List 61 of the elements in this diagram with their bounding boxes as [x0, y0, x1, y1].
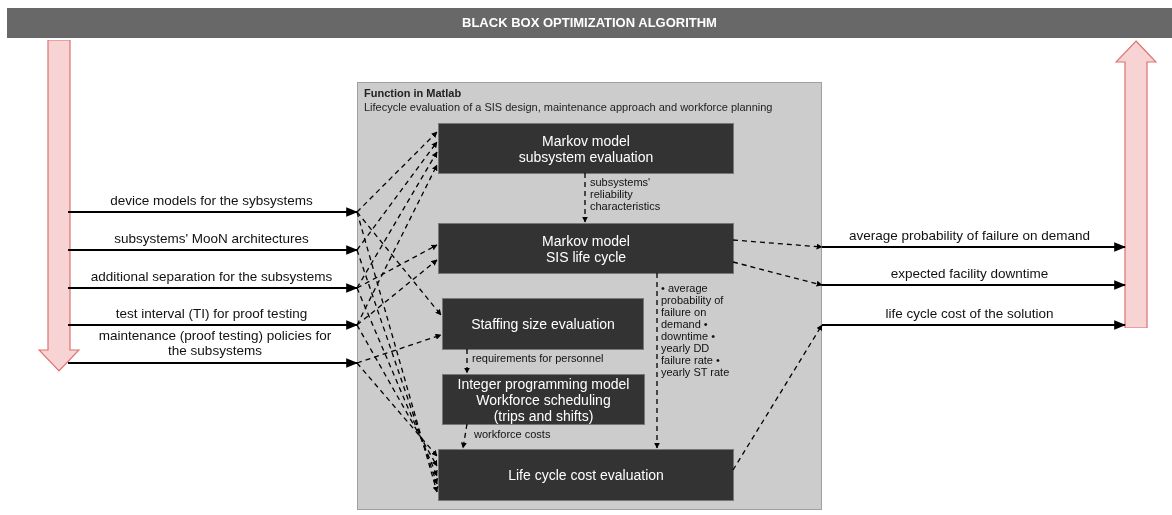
arrow: [68, 207, 359, 217]
dashed-arrow: [356, 131, 438, 213]
panel-title: Function in Matlab: [364, 87, 462, 100]
dashed-arrow: [356, 211, 439, 493]
arrow: [822, 320, 1127, 330]
panel-subtitle: Lifecycle evaluation of a SIS design, maintenance approach and workforce planning: [364, 101, 773, 114]
dashed-arrow: [356, 362, 438, 457]
dashed-arrow: [356, 141, 438, 251]
dashed-arrow: [732, 324, 823, 471]
dashed-arrow: [356, 164, 438, 326]
box-label: Workforce scheduling: [476, 391, 611, 408]
arrow: [68, 320, 359, 330]
edge-label: device models for the sybsystems: [109, 192, 314, 210]
dashed-arrow: [732, 239, 823, 250]
process-box: [438, 449, 734, 501]
edge-label: subsystems' reliability characteristics: [590, 176, 662, 212]
dashed-arrow: [356, 333, 442, 364]
dashed-arrow: [732, 261, 823, 287]
box-label: SIS life cycle: [545, 248, 627, 265]
arrow: [68, 245, 359, 255]
box-label: Markov model: [542, 232, 630, 249]
edge-label: maintenance (proof testing) policies for the subsystems: [97, 328, 333, 358]
dashed-arrow: [356, 249, 439, 485]
box-label: (trips and shifts): [493, 407, 594, 424]
edge-label: additional separation for the subsystems: [89, 268, 334, 286]
block-arrow: [38, 40, 80, 372]
arrow: [68, 283, 359, 293]
edge-label: workforce costs: [474, 427, 552, 442]
arrow: [68, 358, 359, 368]
edge-label: life cycle cost of the solution: [884, 305, 1055, 323]
edge-label: • average probability of failure on demand • downtime • yearly DD failure rate • yearly ST rate: [661, 282, 731, 378]
dashed-arrow: [654, 272, 660, 449]
box-label: Staffing size evaluation: [471, 316, 615, 332]
box-label: subsystem evaluation: [518, 148, 654, 165]
dashed-arrow: [356, 244, 438, 289]
edge-label: average probability of failure on demand: [848, 227, 1091, 245]
edge-label: requirements for personnel: [472, 351, 605, 366]
dashed-arrow: [356, 259, 438, 326]
edge-label: test interval (TI) for proof testing: [114, 305, 309, 323]
header-band: [7, 8, 1172, 38]
process-box: [442, 374, 645, 425]
arrow: [822, 280, 1127, 290]
arrow: [822, 242, 1127, 252]
dashed-arrow: [582, 172, 588, 223]
dashed-arrow: [356, 211, 442, 316]
dashed-arrow: [356, 324, 438, 467]
process-box: [438, 123, 734, 174]
box-label: Markov model: [542, 132, 630, 149]
process-box: [438, 223, 734, 274]
block-arrow: [1115, 40, 1157, 328]
process-box: [442, 298, 644, 350]
dashed-arrow: [464, 348, 470, 374]
edge-label: expected facility downtime: [889, 265, 1050, 283]
box-label: Life cycle cost evaluation: [508, 467, 664, 483]
edge-label: subsystems' MooN architectures: [113, 230, 310, 248]
dashed-arrow: [356, 151, 438, 289]
dashed-arrow: [356, 287, 438, 477]
box-label: Integer programming model: [457, 375, 630, 392]
band-title: BLACK BOX OPTIMIZATION ALGORITHM: [462, 14, 717, 33]
group-panel: [357, 82, 822, 510]
dashed-arrow: [460, 423, 468, 449]
